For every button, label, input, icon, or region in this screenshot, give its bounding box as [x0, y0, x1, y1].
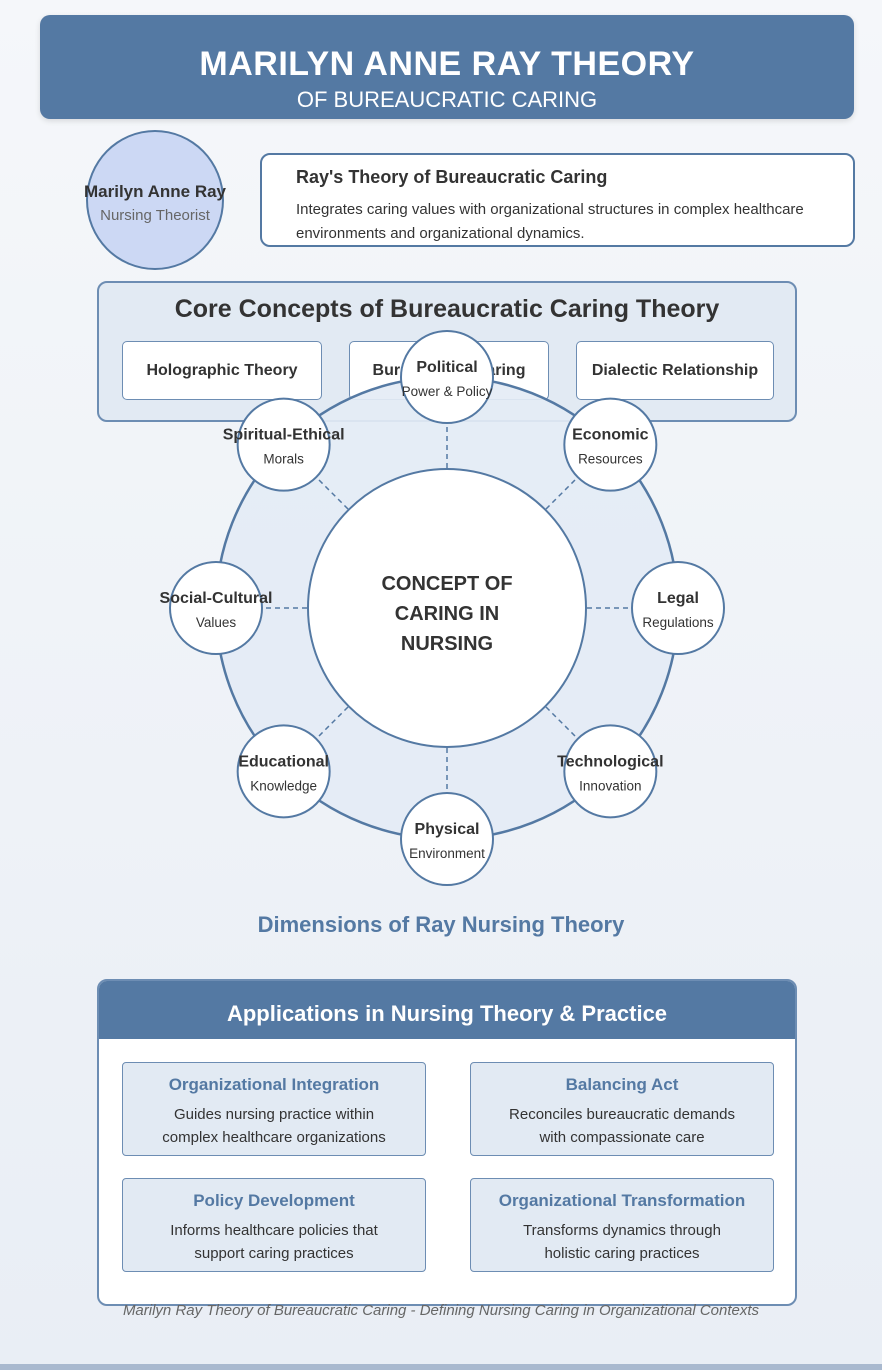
- dimension-name: Legal: [657, 590, 699, 607]
- application-card-balancing-act: Balancing Act Reconciles bureaucratic de…: [470, 1062, 774, 1156]
- center-label: CARING IN: [395, 603, 499, 625]
- dimensions-diagram: CONCEPT OF CARING IN NURSING PoliticalPower…: [160, 330, 725, 886]
- dimension-node: [631, 561, 725, 655]
- dimension-node: [236, 724, 331, 819]
- theorist-name: Marilyn Anne Ray: [83, 182, 227, 201]
- connector-line: [314, 706, 349, 741]
- application-text-line: Reconciles bureaucratic demands: [509, 1106, 735, 1123]
- application-text: Informs healthcare policies that support…: [123, 1219, 425, 1265]
- dimension-name: Physical: [415, 821, 480, 838]
- dimension-name: Political: [416, 359, 477, 376]
- dimension-node: [400, 330, 494, 424]
- core-concept-holographic: Holographic Theory: [122, 341, 322, 400]
- center-circle: [307, 468, 587, 748]
- application-text-line: Informs healthcare policies that: [170, 1222, 378, 1239]
- dimension-desc: Knowledge: [250, 778, 317, 793]
- dimension-desc: Power & Policy: [402, 384, 493, 399]
- applications-title: Applications in Nursing Theory & Practic…: [99, 981, 795, 1039]
- dimension-desc: Innovation: [579, 778, 641, 793]
- application-card-organizational-transformation: Organizational Transformation Transforms…: [470, 1178, 774, 1272]
- center-label: CONCEPT OF: [381, 573, 512, 595]
- application-text: Guides nursing practice within complex h…: [123, 1103, 425, 1149]
- dimension-node: [563, 724, 658, 819]
- application-text-line: Transforms dynamics through: [523, 1222, 721, 1239]
- core-concepts-title: Core Concepts of Bureaucratic Caring The…: [174, 295, 720, 323]
- dimension-name: Spiritual-Ethical: [223, 427, 345, 444]
- dimension-name: Economic: [572, 427, 649, 444]
- summary-text: Integrates caring values with organizati…: [296, 201, 804, 242]
- dimension-node: [169, 561, 263, 655]
- dimension-node: [236, 397, 331, 492]
- bottom-bar: [0, 1364, 882, 1370]
- dimension-node: [400, 792, 494, 886]
- dimension-desc: Regulations: [642, 615, 714, 630]
- application-title: Policy Development: [193, 1191, 355, 1210]
- footer-note: Marilyn Ray Theory of Bureaucratic Carin…: [122, 1302, 760, 1319]
- dimension-node: [563, 397, 658, 492]
- connector-line: [545, 475, 580, 510]
- summary-title: Ray's Theory of Bureaucratic Caring: [296, 167, 608, 187]
- dimension-desc: Morals: [263, 452, 304, 467]
- applications-panel: Applications in Nursing Theory & Practic…: [97, 979, 797, 1306]
- dimension-desc: Resources: [578, 452, 643, 467]
- theorist-role: Nursing Theorist: [100, 207, 210, 224]
- core-concept-dialectic: Dialectic Relationship: [576, 341, 774, 400]
- dimension-desc: Environment: [409, 846, 485, 861]
- application-title: Organizational Integration: [168, 1075, 380, 1094]
- dimension-desc: Values: [196, 615, 237, 630]
- theory-summary-box: Ray's Theory of Bureaucratic Caring Inte…: [260, 153, 855, 247]
- connector-line: [545, 706, 580, 741]
- dimension-name: Educational: [238, 753, 329, 770]
- connector-line: [314, 475, 349, 510]
- application-card-organizational-integration: Organizational Integration Guides nursin…: [122, 1062, 426, 1156]
- core-concepts-panel: Core Concepts of Bureaucratic Caring The…: [97, 281, 797, 422]
- application-title: Balancing Act: [565, 1075, 679, 1094]
- page-title: MARILYN ANNE RAY THEORY: [199, 45, 695, 83]
- application-card-policy-development: Policy Development Informs healthcare po…: [122, 1178, 426, 1272]
- application-text-line: holistic caring practices: [544, 1245, 700, 1262]
- title-banner: MARILYN ANNE RAY THEORY OF BUREAUCRATIC …: [40, 15, 854, 119]
- diagram-caption: Dimensions of Ray Nursing Theory: [257, 912, 625, 937]
- application-title: Organizational Transformation: [498, 1191, 746, 1210]
- dimension-name: Technological: [557, 753, 663, 770]
- theorist-portrait: Marilyn Anne Ray Nursing Theorist: [84, 130, 226, 270]
- application-text-line: with compassionate care: [539, 1129, 705, 1146]
- application-text: Transforms dynamics through holistic car…: [471, 1219, 773, 1265]
- center-label: NURSING: [401, 633, 493, 655]
- dimension-name: Social-Cultural: [160, 590, 273, 607]
- application-text: Reconciles bureaucratic demands with com…: [471, 1103, 773, 1149]
- application-text-line: Guides nursing practice within: [173, 1106, 375, 1123]
- page-subtitle: OF BUREAUCRATIC CARING: [296, 87, 598, 112]
- application-text-line: support caring practices: [194, 1245, 354, 1262]
- application-text-line: complex healthcare organizations: [162, 1129, 386, 1146]
